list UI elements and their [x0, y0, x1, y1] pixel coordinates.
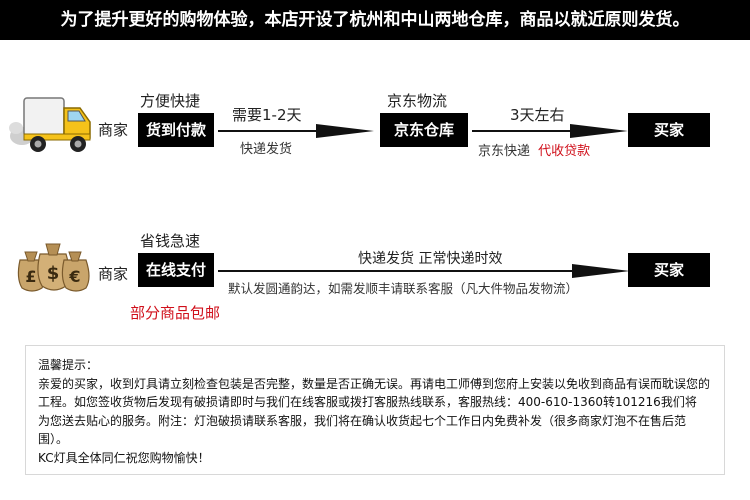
- arrow-head-3: [572, 264, 630, 278]
- svg-text:$: $: [47, 263, 60, 284]
- buyer-box-1: 买家: [628, 113, 710, 147]
- arrow-line-2: [472, 130, 606, 132]
- shipping-note: 默认发圆通韵达，如需发顺丰请联系客服（凡大件物品发物流）: [228, 281, 579, 296]
- merchant-label-1: 商家: [98, 121, 129, 139]
- merchant-label-2: 商家: [98, 265, 129, 283]
- cash-on-delivery-box: 货到付款: [138, 113, 214, 147]
- arrow-line-1: [218, 130, 350, 132]
- shipping-caption: 快递发货 正常快递时效: [358, 251, 503, 267]
- jd-express-text: 京东快递: [478, 144, 531, 159]
- money-bags-icon: £ $ €: [17, 243, 90, 292]
- svg-text:£: £: [25, 267, 36, 286]
- payment-caption-2: 省钱急速: [140, 232, 201, 250]
- buyer-box-2: 买家: [628, 253, 710, 287]
- step1-method-label: 快递发货: [240, 142, 293, 157]
- step1-time-label: 需要1-2天: [232, 106, 302, 124]
- notice-line-4: KC灯具全体同仁祝您购物愉快！: [38, 450, 210, 465]
- notice-title: 温馨提示：: [38, 358, 99, 372]
- warehouse-caption: 京东物流: [387, 92, 448, 110]
- jd-warehouse-box: 京东仓库: [380, 113, 468, 147]
- online-payment-box: 在线支付: [138, 253, 214, 287]
- notice-line-1: 亲爱的买家，收到灯具请立刻检查包装是否完整，数量是否正确无误。再请电工师傅到您府…: [38, 376, 711, 391]
- arrow-line-3: [218, 270, 608, 272]
- arrow-head-1: [316, 124, 374, 138]
- step2-method-label: 京东快递 代收贷款: [478, 140, 590, 159]
- free-shipping-promo: 部分商品包邮: [130, 304, 221, 322]
- cod-note-text: 代收贷款: [538, 144, 591, 159]
- notice-line-3: 为您送去贴心的服务。附注：灯泡破损请联系客服，我们将在确认收货起七个工作日内免费…: [38, 413, 687, 447]
- step2-time-label: 3天左右: [510, 106, 565, 124]
- top-banner: 为了提升更好的购物体验，本店开设了杭州和中山两地仓库，商品以就近原则发货。: [0, 0, 750, 40]
- notice-panel: 温馨提示： 亲爱的买家，收到灯具请立刻检查包装是否完整，数量是否正确无误。再请电…: [25, 345, 725, 475]
- payment-caption-1: 方便快捷: [140, 92, 201, 110]
- arrow-head-2: [570, 124, 628, 138]
- notice-line-2: 工程。如您签收货物后发现有破损请即时与我们在线客服或拨打客服热线联系，客服热线：…: [38, 395, 697, 409]
- svg-text:€: €: [68, 267, 80, 286]
- delivery-truck-icon: [9, 97, 91, 152]
